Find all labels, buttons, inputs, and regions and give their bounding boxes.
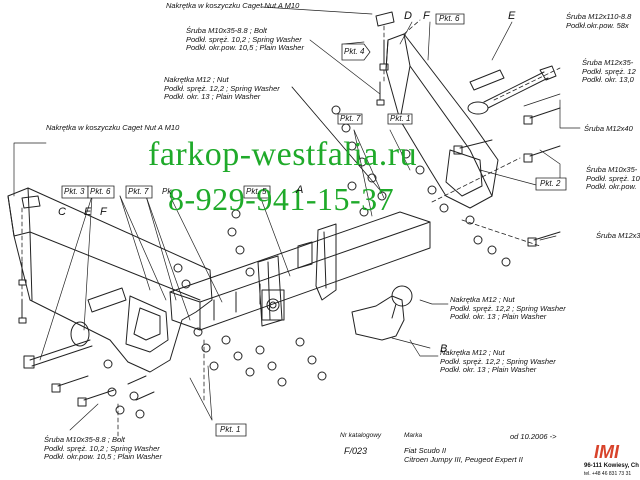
- label-caget-nut-left: Nakrętka w koszyczku Caget Nut A M10: [46, 123, 180, 132]
- socket-plate: [261, 289, 285, 321]
- pkt-7-top-label: Pkt. 7: [340, 114, 361, 123]
- catalog-label: Nr katalogowy: [340, 432, 382, 439]
- watermark-phone: 8-929-941-15-37: [168, 181, 395, 217]
- cross-beam: [169, 211, 431, 331]
- label-line: Podkł. spręż. 12,2 ; Spring Washer: [450, 303, 566, 313]
- right-bracket: [385, 33, 499, 209]
- label-bolt-right-3: Śruba M10x35- Podkł. spręż. 10 Podkł. ok…: [586, 165, 640, 192]
- label-line: Śruba M12x110-8.8: [566, 12, 632, 21]
- dashed-assembly-lines: [21, 19, 561, 441]
- label-bolt-right-2: Śruba M12x40: [584, 124, 633, 133]
- pkt-1-top-label: Pkt. 1: [390, 114, 411, 123]
- brand-label: Marka: [404, 432, 423, 439]
- left-bracket: [7, 187, 213, 373]
- pkt-1-bottom-label: Pkt. 1: [220, 425, 241, 434]
- pkt2-callout: [535, 177, 567, 191]
- label-line: Podkł. spręż. 12,2 ; Spring Washer: [440, 356, 556, 366]
- pkt-6-left-label: Pkt. 6: [90, 187, 111, 196]
- label-bolt-top: Śruba M10x35-8.8 ; Bolt Podkł. spręż. 10…: [186, 26, 304, 53]
- label-nut-bottom: Nakrętka M12 ; Nut Podkł. spręż. 12,2 ; …: [440, 348, 556, 375]
- label-nut-right: Nakrętka M12 ; Nut Podkł. spręż. 12,2 ; …: [450, 295, 566, 322]
- label-caget-nut-top: Nakrętka w koszyczku Caget Nut A M10: [166, 1, 300, 10]
- label-line: Podkł. okr. 13,0: [582, 75, 634, 85]
- marker-e-top: E: [508, 10, 516, 22]
- watermark-site: farkop-westfalia.ru: [148, 136, 418, 173]
- washers-and-nuts: [103, 105, 511, 419]
- pkt1-bottom-callout: [215, 423, 247, 437]
- pkt-5-label: Pkt. 5: [246, 187, 267, 196]
- label-line: Podkł. spręż. 10: [586, 173, 640, 183]
- marker-f-left: F: [100, 206, 107, 218]
- label-line: Nakrętka M12 ; Nut: [450, 295, 515, 304]
- label-line: Podkł. okr. 13 ; Plain Washer: [164, 92, 261, 102]
- pkt6-top-callout: [435, 13, 465, 25]
- pkt7-left-callout: [125, 185, 153, 199]
- label-line: Podkł. okr. 13 ; Plain Washer: [440, 365, 537, 375]
- label-line: Podkł. okr.pow.: [586, 182, 637, 192]
- pkt6-left-callout: [87, 185, 115, 199]
- label-line: Śruba M10x35-: [586, 165, 638, 174]
- label-line: Podkł. okr.pow. 10,5 ; Plain Washer: [44, 452, 162, 462]
- brand-logo: IMI: [594, 442, 619, 462]
- label-bolt-right-1: Śruba M12x35- Podkł. spręż. 12 Podkł. ok…: [582, 58, 636, 85]
- model-line-2: Citroen Jumpy III, Peugeot Expert II: [404, 455, 523, 464]
- label-line: Podkł. spręż. 10,2 ; Spring Washer: [44, 443, 160, 453]
- marker-e-left: E: [84, 206, 92, 218]
- label-line: Śruba M10x35-8.8 ; Bolt: [44, 435, 125, 444]
- pkt1-top-callout: [387, 113, 413, 125]
- valid-from-date: od 10.2006 ->: [510, 432, 557, 441]
- pkt-2-label: Pkt. 2: [540, 179, 561, 188]
- tow-ball: [351, 285, 413, 341]
- marker-b: B: [440, 343, 448, 355]
- label-line: Nakrętka M12 ; Nut: [440, 348, 505, 357]
- marker-c: C: [58, 206, 66, 218]
- label-line: Podkł. okr.pow. 10,5 ; Plain Washer: [186, 43, 304, 53]
- marker-d: D: [404, 10, 412, 22]
- label-bolt-bottom-left: Śruba M10x35-8.8 ; Bolt Podkł. spręż. 10…: [44, 435, 162, 462]
- leader-lines: [13, 6, 581, 431]
- pkt-6-top-label: Pkt. 6: [439, 14, 460, 23]
- long-bolts: [23, 65, 557, 369]
- pkt5-callout: [243, 185, 271, 199]
- label-bolt-top-right: Śruba M12x110-8.8 Podkł.okr.pow. 58x: [566, 12, 632, 30]
- label-line: Śruba M12x35-: [582, 58, 634, 67]
- pkt7-top-callout: [337, 113, 363, 125]
- company-phone: tel. +48 46 831 73 31: [584, 471, 632, 477]
- label-line: Podkł. spręż. 10,2 ; Spring Washer: [186, 34, 302, 44]
- pkt-partial-label: Pk: [162, 187, 172, 196]
- catalog-number: F/023: [344, 446, 368, 456]
- fasteners: [18, 11, 561, 407]
- label-line: Podkł. okr. 13 ; Plain Washer: [450, 312, 547, 322]
- label-line: Nakrętka M12 ; Nut: [164, 75, 229, 84]
- marker-f-top: F: [423, 10, 430, 22]
- pkt-3-label: Pkt. 3: [64, 187, 85, 196]
- marker-a: A: [296, 184, 304, 196]
- label-nut-top: Nakrętka M12 ; Nut Podkł. spręż. 12,2 ; …: [164, 75, 280, 102]
- pkt-7-left-label: Pkt. 7: [128, 187, 149, 196]
- label-line: Śruba M10x35-8.8 ; Bolt: [186, 26, 267, 35]
- model-line-1: Fiat Scudo II: [404, 446, 447, 455]
- label-line: Podkł. spręż. 12: [582, 66, 636, 76]
- label-bolt-right-4: Śruba M12x3: [596, 231, 640, 240]
- pkt4-callout: [341, 43, 371, 61]
- label-line: Podkł.okr.pow. 58x: [566, 20, 629, 30]
- centre-plates: [257, 223, 337, 327]
- pkt-4-label: Pkt. 4: [344, 47, 365, 56]
- label-line: Podkł. spręż. 12,2 ; Spring Washer: [164, 83, 280, 93]
- company-address: 96-111 Kowiesy, Ch: [584, 463, 639, 469]
